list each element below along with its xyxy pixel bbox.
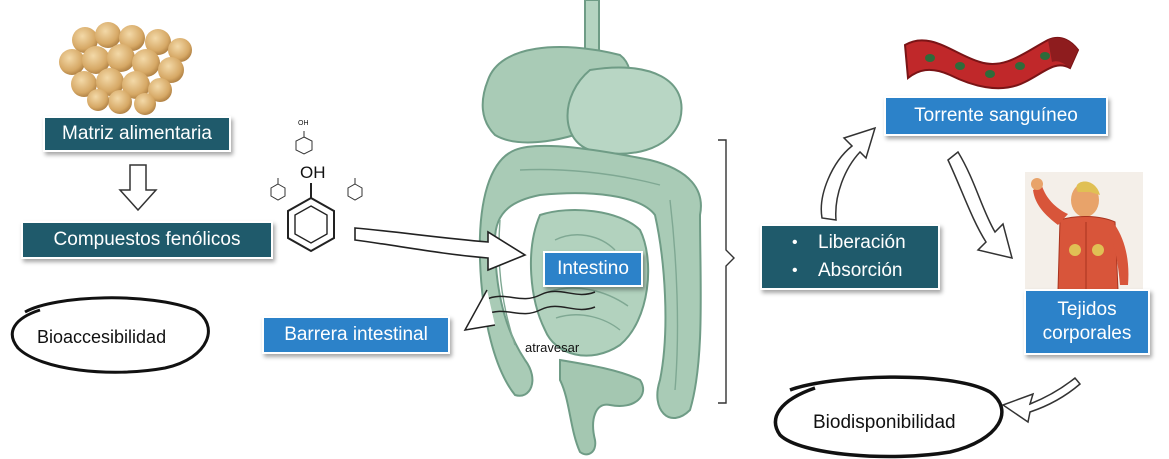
phenol-molecule: [288, 183, 334, 251]
tejidos-label-2: corporales: [1043, 322, 1132, 346]
compuestos-label: Compuestos fenólicos: [54, 229, 241, 251]
up-right-arrow-icon: [821, 128, 875, 220]
matriz-alimentaria-box: Matriz alimentaria: [43, 116, 231, 152]
atravesar-label: atravesar: [525, 340, 579, 355]
bullet-icon: •: [792, 229, 818, 257]
torrente-label: Torrente sanguíneo: [914, 105, 1078, 127]
biodisponibilidad-label: Biodisponibilidad: [813, 412, 956, 434]
list-item: • Liberación: [792, 229, 906, 257]
compuestos-fenolicos-box: Compuestos fenólicos: [21, 221, 273, 259]
intestino-box: Intestino: [543, 251, 643, 287]
chickpeas-image: [59, 22, 192, 115]
bracket: [718, 140, 734, 403]
oh-label: OH: [300, 163, 326, 183]
liberacion-absorcion-box: • Liberación • Absorción: [760, 224, 940, 290]
bullet-icon: •: [792, 257, 818, 285]
intestino-label: Intestino: [557, 258, 629, 280]
barrera-intestinal-box: Barrera intestinal: [262, 316, 450, 354]
barrera-label: Barrera intestinal: [284, 324, 428, 346]
blood-vessel-image: [905, 38, 1078, 88]
torrente-sanguineo-box: Torrente sanguíneo: [884, 96, 1108, 136]
tejidos-label-1: Tejidos: [1057, 298, 1116, 322]
absorcion-label: Absorción: [818, 257, 903, 285]
list-item: • Absorción: [792, 257, 903, 285]
digestive-system-image: [480, 0, 701, 454]
oh-small-label: OH: [298, 120, 309, 127]
down-arrow-icon: [120, 165, 156, 210]
down-right-arrow-icon: [948, 152, 1012, 258]
tejidos-corporales-box: Tejidos corporales: [1024, 289, 1150, 355]
muscle-body-image: [1025, 172, 1143, 290]
bioaccesibilidad-label: Bioaccesibilidad: [37, 327, 166, 348]
liberacion-label: Liberación: [818, 229, 906, 257]
down-left-arrow-icon: [1003, 378, 1080, 422]
matriz-label: Matriz alimentaria: [62, 123, 212, 145]
